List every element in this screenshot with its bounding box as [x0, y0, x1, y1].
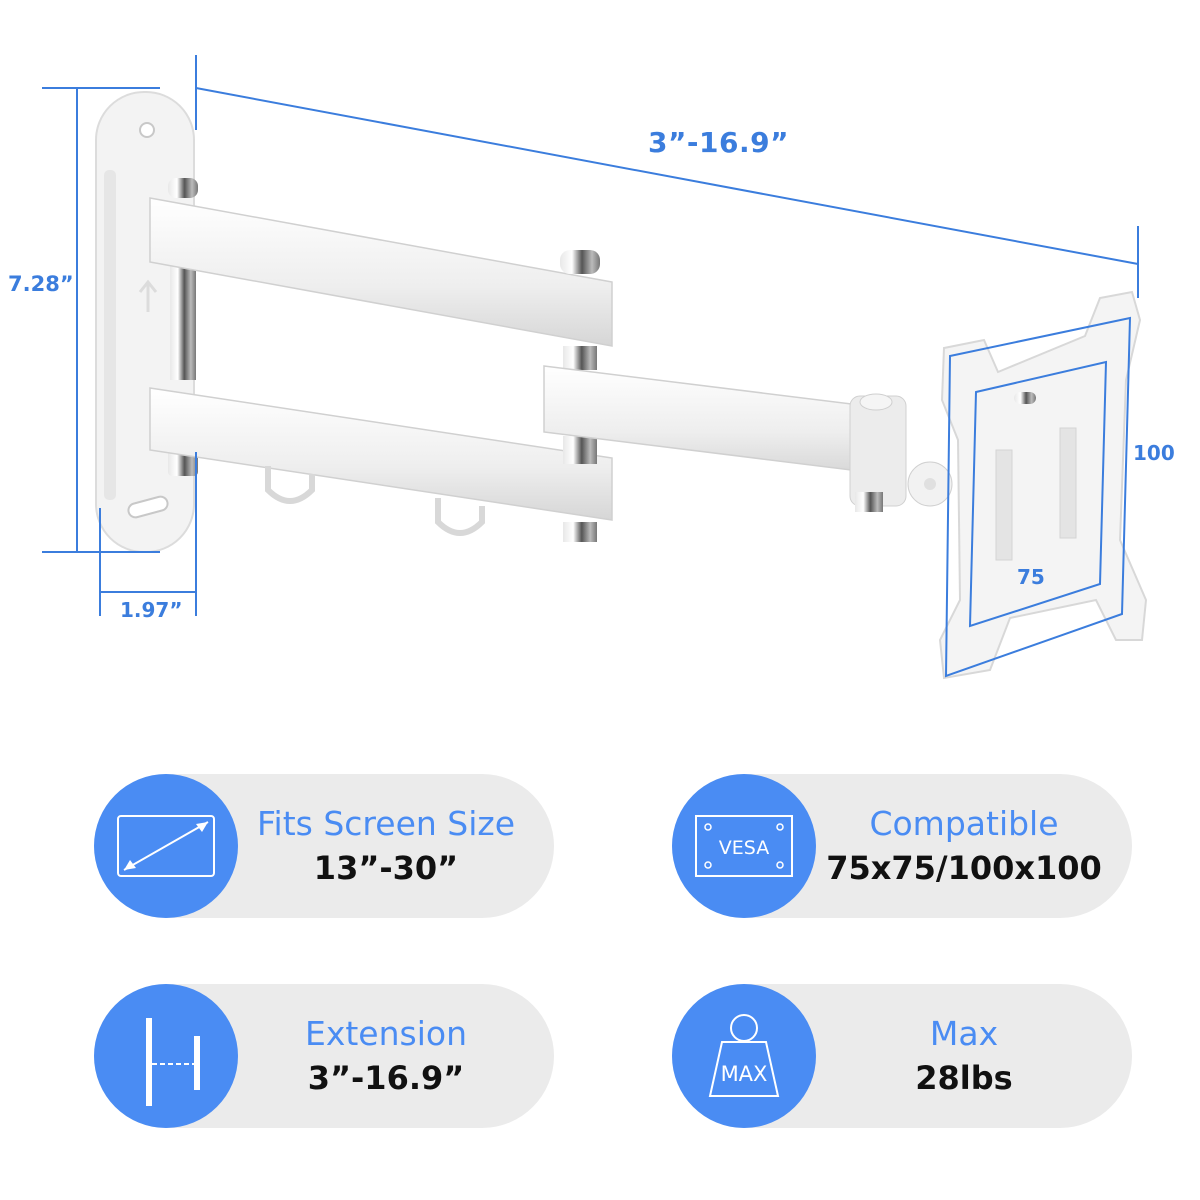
weight-icon: MAX	[672, 984, 816, 1128]
feature-title: Fits Screen Size	[256, 804, 516, 843]
feature-title: Extension	[304, 1014, 467, 1053]
wall-mount-arm-illustration	[42, 55, 1148, 680]
vesa-100-label: 100	[1133, 441, 1175, 465]
feature-badge-screen-size: Fits Screen Size 13”-30”	[94, 774, 554, 918]
height-dimension-label: 7.28”	[8, 272, 74, 296]
feature-badge-extension: Extension 3”-16.9”	[94, 984, 554, 1128]
feature-value: 13”-30”	[313, 849, 459, 887]
svg-text:MAX: MAX	[721, 1062, 768, 1086]
dimension-lines	[42, 55, 1139, 616]
feature-badge-vesa: VESA Compatible 75x75/100x100	[672, 774, 1132, 918]
product-diagram: 3”-16.9” 7.28” 1.97” 100 75	[8, 55, 1175, 680]
feature-value: 28lbs	[915, 1059, 1013, 1097]
vesa-plate	[938, 290, 1148, 680]
vesa-plate-icon: VESA	[672, 774, 816, 918]
extension-icon	[94, 984, 238, 1128]
feature-value: 3”-16.9”	[307, 1059, 465, 1097]
feature-badge-max-weight: MAX Max 28lbs	[672, 984, 1132, 1128]
feature-title: Max	[929, 1014, 999, 1053]
screen-diagonal-icon	[94, 774, 238, 918]
feature-title: Compatible	[869, 804, 1059, 843]
extension-dimension-label: 3”-16.9”	[648, 126, 789, 159]
depth-dimension-label: 1.97”	[120, 598, 183, 622]
svg-text:VESA: VESA	[719, 837, 769, 859]
feature-value: 75x75/100x100	[826, 849, 1102, 887]
vesa-75-label: 75	[1017, 565, 1045, 589]
